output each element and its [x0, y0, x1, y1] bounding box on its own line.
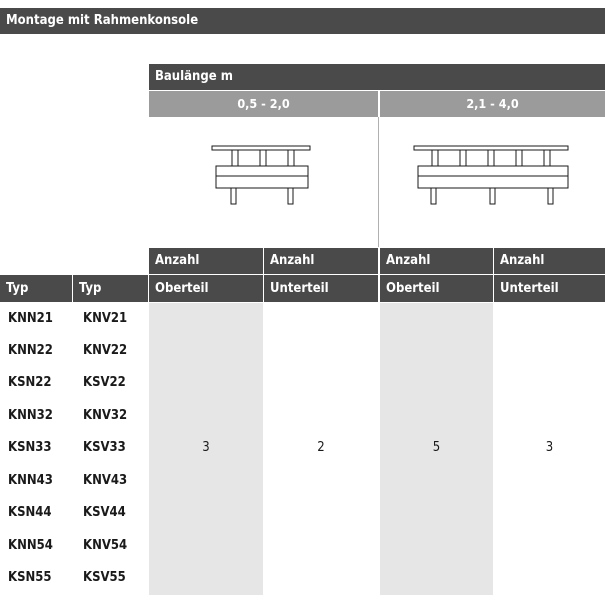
typ-header-2: Typ [73, 275, 148, 302]
typ-cell: KNN21 [8, 311, 53, 326]
anzahl-header-1: Anzahl [149, 248, 263, 274]
typ-cell: KSN55 [8, 570, 52, 585]
oberteil-short-column [149, 303, 263, 595]
value-long-unterteil: 3 [545, 440, 554, 455]
unterteil-header-1: Unterteil [264, 275, 378, 302]
range-long-header: 2,1 - 4,0 [380, 91, 605, 117]
anzahl-header-3: Anzahl [380, 248, 493, 274]
anzahl-header-2: Anzahl [264, 248, 378, 274]
value-long-oberteil: 5 [432, 440, 441, 455]
page-title: Montage mit Rahmenkonsole [0, 8, 605, 34]
range-short-header: 0,5 - 2,0 [149, 91, 378, 117]
typ-cell: KSV55 [83, 570, 126, 585]
column-divider [378, 117, 379, 247]
typ-cell: KNV43 [83, 473, 128, 488]
anzahl-header-4: Anzahl [494, 248, 605, 274]
typ-cell: KSV33 [83, 440, 126, 455]
typ-cell: KNN43 [8, 473, 53, 488]
typ-header-1: Typ [0, 275, 72, 302]
typ-cell: KSV44 [83, 505, 126, 520]
typ-cell: KNV32 [83, 408, 128, 423]
typ-cell: KNN32 [8, 408, 53, 423]
typ-cell: KSN22 [8, 375, 52, 390]
typ-cell: KSN44 [8, 505, 52, 520]
oberteil-header-2: Oberteil [380, 275, 493, 302]
frame-console-short-diagram [211, 145, 311, 205]
frame-console-long-diagram [413, 145, 569, 205]
typ-cell: KSN33 [8, 440, 52, 455]
typ-cell: KSV22 [83, 375, 126, 390]
baulaenge-header: Baulänge m [149, 64, 605, 90]
typ-cell: KNV21 [83, 311, 128, 326]
typ-cell: KNN54 [8, 538, 53, 553]
oberteil-header-1: Oberteil [149, 275, 263, 302]
oberteil-long-column [380, 303, 493, 595]
typ-cell: KNV54 [83, 538, 128, 553]
value-short-oberteil: 3 [202, 440, 210, 455]
unterteil-header-2: Unterteil [494, 275, 605, 302]
typ-cell: KNN22 [8, 343, 53, 358]
typ-cell: KNV22 [83, 343, 128, 358]
value-short-unterteil: 2 [317, 440, 325, 455]
